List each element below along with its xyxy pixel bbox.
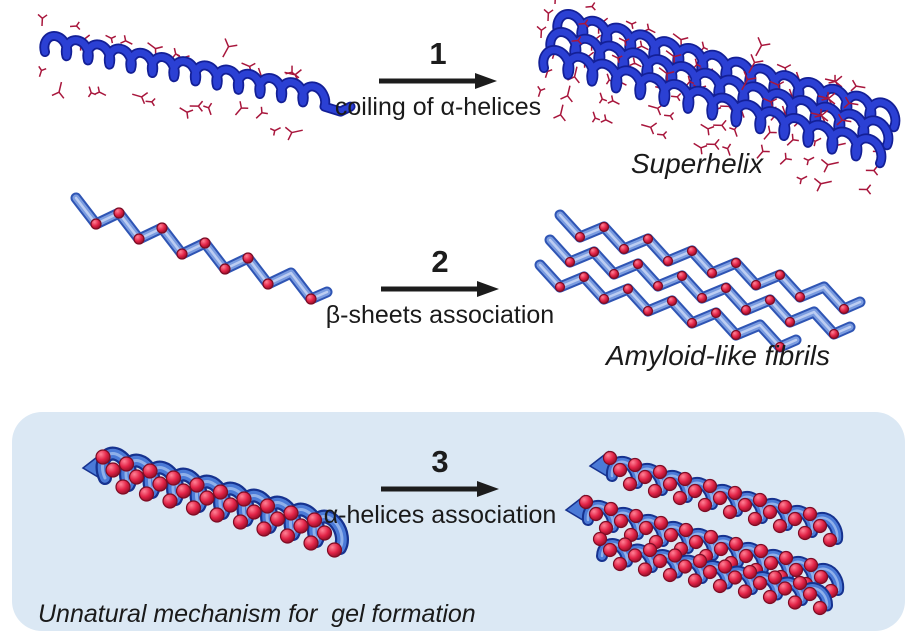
step-caption-3: α-helices association [323,501,557,529]
step-number-3: 3 [431,444,449,479]
amyloid-fibrils-label: Amyloid-like fibrils [605,340,831,371]
reaction-arrow-icon [381,281,499,297]
reaction-step-2: 2 β-sheets association [322,246,558,330]
decorated-helix-structure [81,446,349,558]
alpha-helix-structure [37,13,356,141]
helix-bundle-structure [564,450,845,616]
amyloid-fibrils-structure [534,209,866,353]
superhelix-structure [536,0,901,195]
step-number-1: 1 [429,36,447,71]
reaction-arrow-icon [381,481,499,497]
step-caption-2: β-sheets association [325,301,555,329]
reaction-step-1: 1 coiling of α-helices [320,38,556,122]
gel-mechanism-caption: Unnatural mechanism for gel formation [38,600,476,628]
step-caption-1: coiling of α-helices [334,93,542,121]
step-number-2: 2 [431,244,449,279]
reaction-arrow-icon [379,73,497,89]
reaction-step-3: 3 α-helices association [322,446,558,530]
beta-strand-structure [70,192,333,305]
superhelix-label: Superhelix [630,148,764,179]
